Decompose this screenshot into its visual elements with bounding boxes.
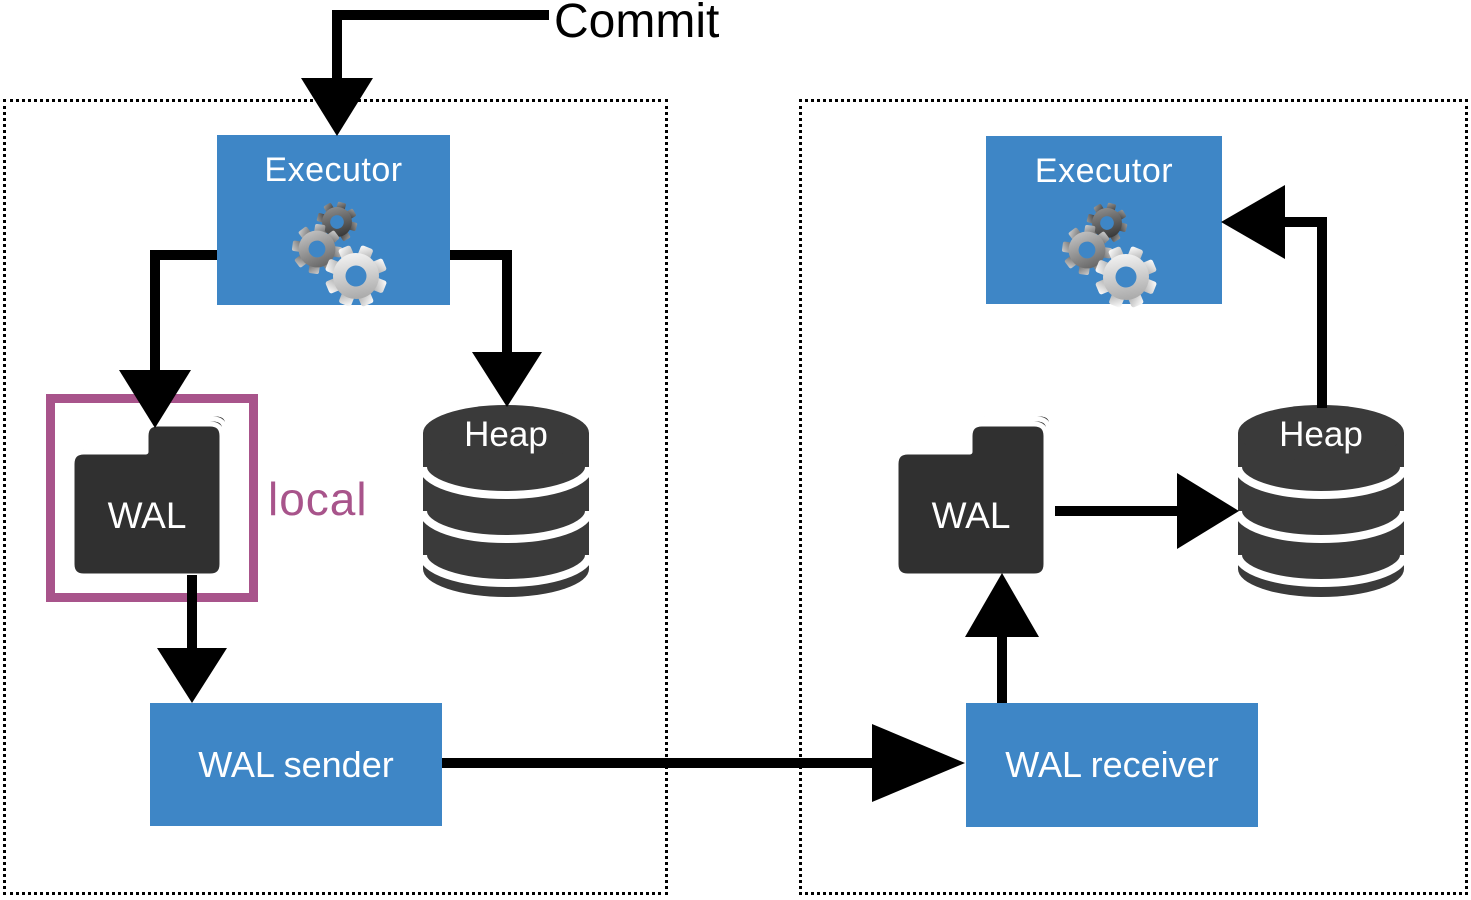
gears-icon: [288, 197, 396, 308]
commit-label: Commit: [554, 0, 720, 48]
executor-label-standby: Executor: [1034, 152, 1174, 190]
wal-label-standby: WAL: [932, 495, 1011, 536]
wal-sender-box: WAL sender: [150, 703, 442, 826]
executor-box-standby: Executor: [986, 136, 1222, 309]
wal-receiver-label: WAL receiver: [1005, 744, 1219, 785]
gears-icon: [1058, 198, 1167, 309]
standby-server-box: [799, 99, 1468, 895]
heap-label-primary: Heap: [464, 415, 548, 454]
wal-label-primary: WAL: [108, 495, 187, 536]
wal-sender-label: WAL sender: [198, 743, 394, 785]
local-label: local: [268, 473, 368, 525]
wal-receiver-box: WAL receiver: [966, 703, 1258, 827]
wal-folder-icon-primary: WAL: [60, 412, 236, 578]
heap-database-icon-standby: Heap: [1236, 405, 1406, 597]
executor-box-primary: Executor: [217, 135, 450, 308]
executor-label-primary: Executor: [264, 151, 403, 189]
wal-folder-icon-standby: WAL: [884, 412, 1060, 578]
heap-label-standby: Heap: [1279, 415, 1363, 454]
heap-database-icon-primary: Heap: [421, 405, 591, 597]
